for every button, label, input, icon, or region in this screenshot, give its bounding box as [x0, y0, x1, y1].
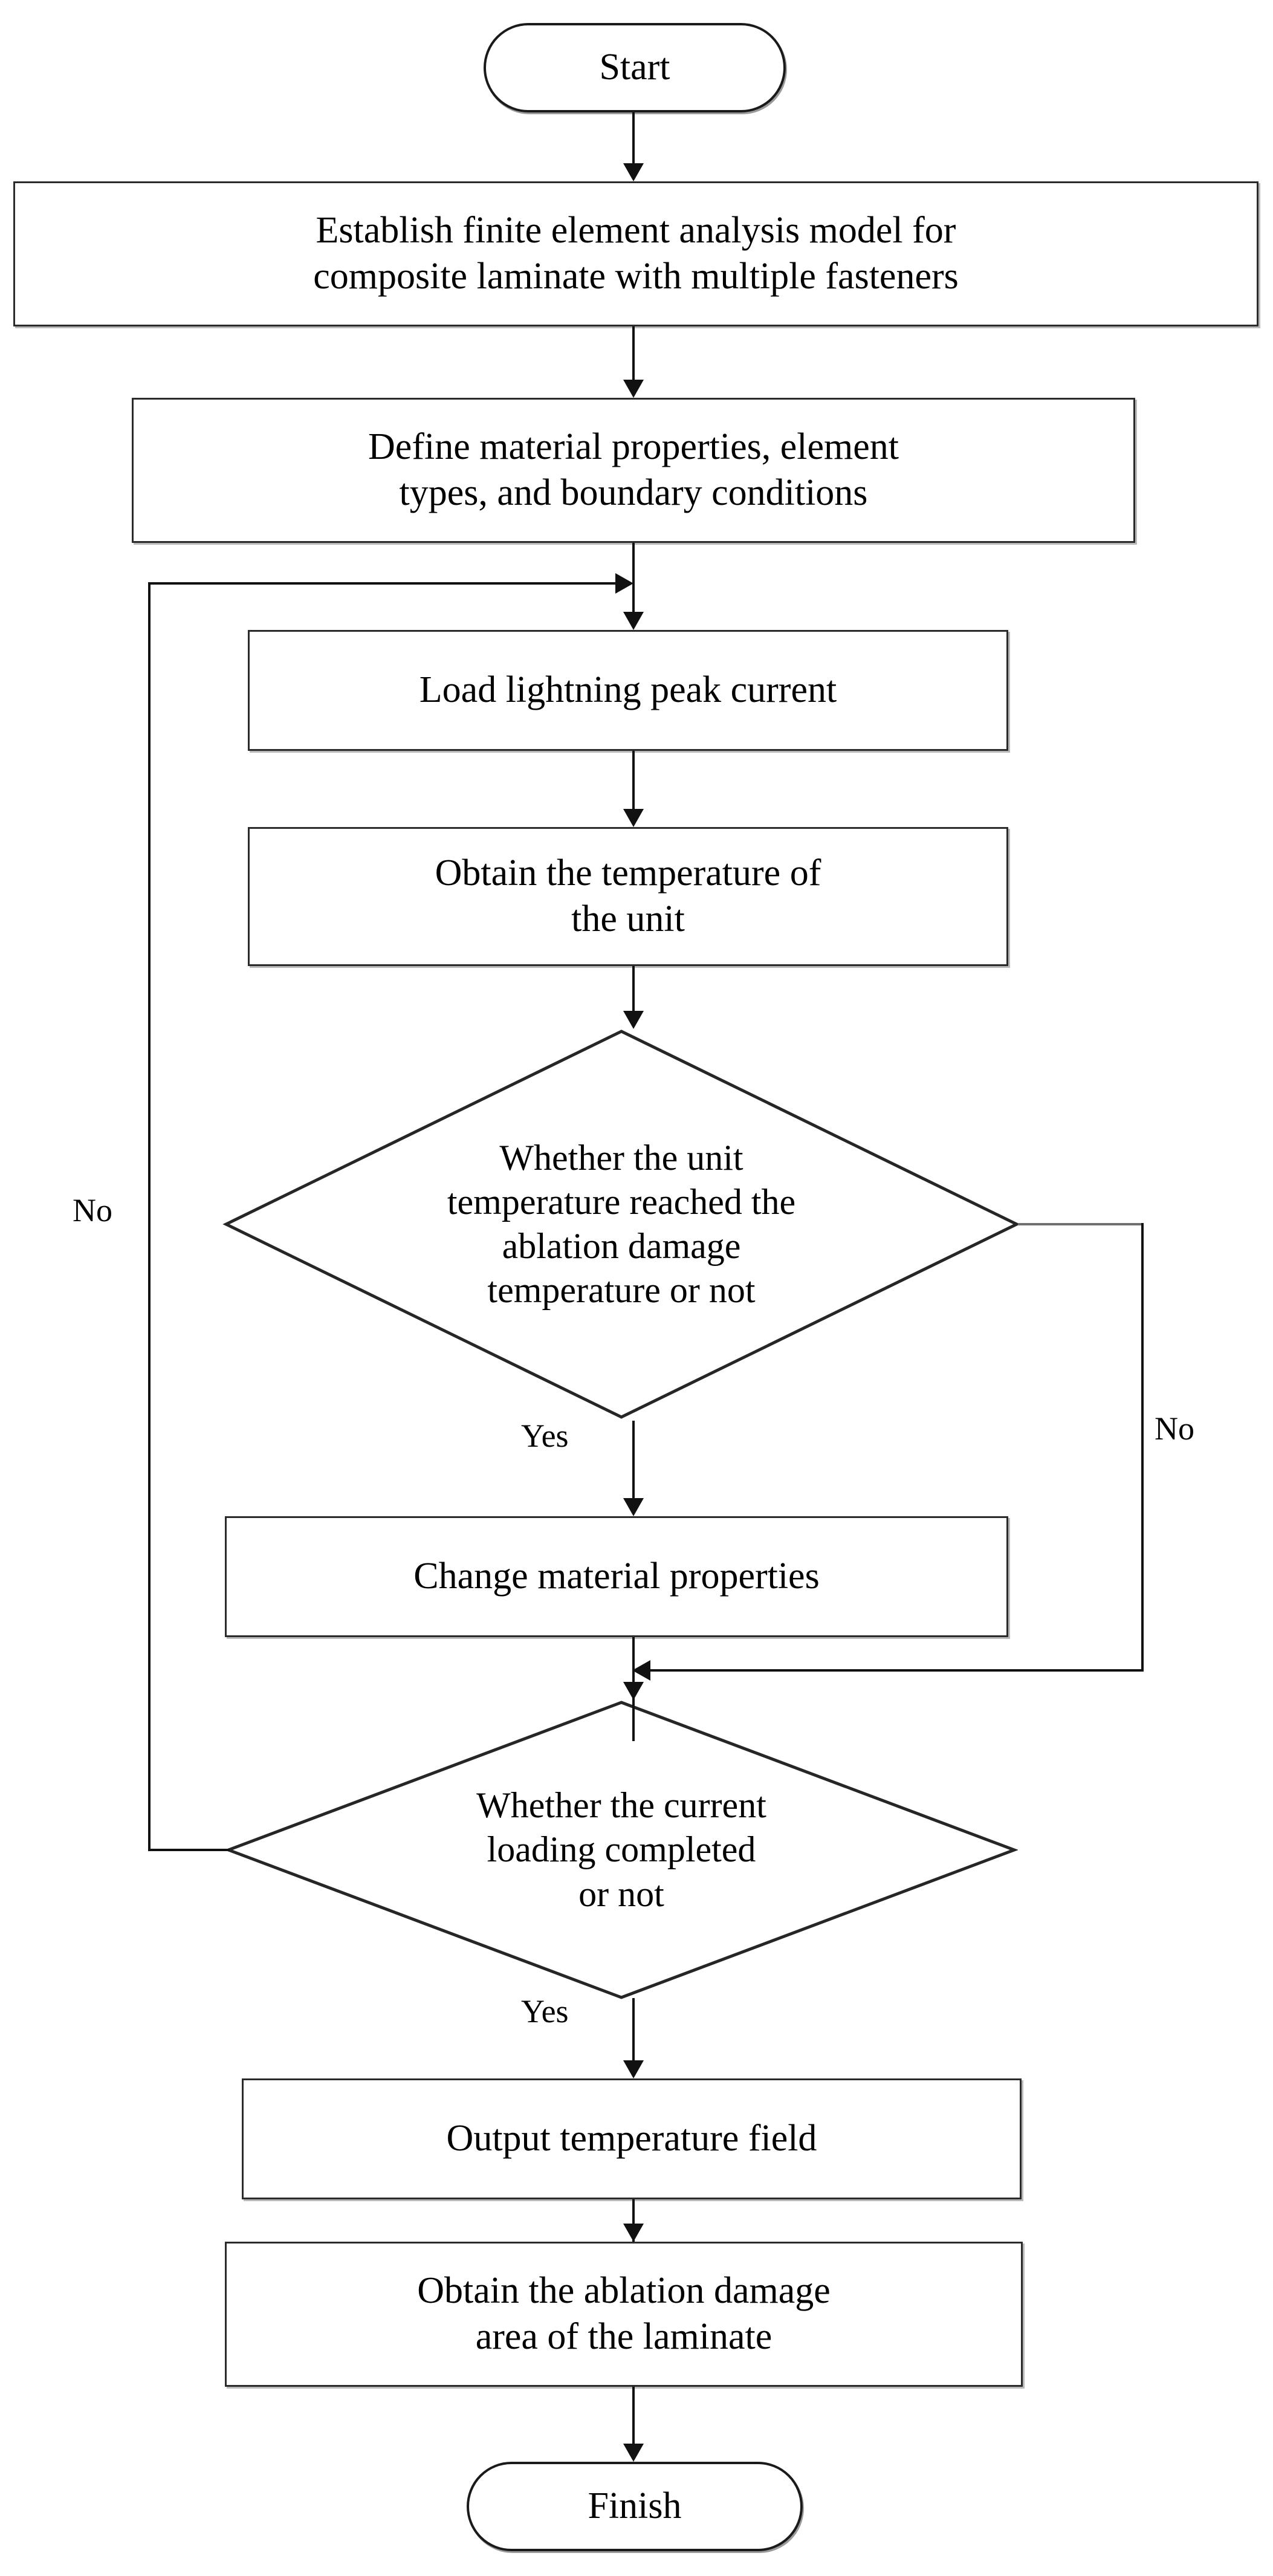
edge-label-temp-no: No — [1155, 1410, 1194, 1447]
edge-label-loading-yes: Yes — [521, 1993, 569, 2029]
arrowhead-decision-temp-no — [632, 1660, 650, 1681]
connector-establish-to-define — [632, 326, 635, 381]
connector-decision-temp-no-horizontal-bottom — [643, 1669, 1144, 1672]
connector-start-to-establish — [632, 112, 635, 164]
node-decision-temperature[interactable]: Whether the unit temperature reached the… — [222, 1028, 1020, 1421]
arrowhead-establish-to-define — [623, 380, 644, 398]
arrowhead-change-to-decision-loading — [623, 1682, 644, 1700]
node-obtain-area-label: Obtain the ablation damage area of the l… — [417, 2270, 831, 2357]
node-finish-label: Finish — [588, 2485, 682, 2527]
arrowhead-start-to-establish — [623, 163, 644, 181]
arrowhead-load-to-obtain — [623, 809, 644, 827]
node-establish-model[interactable]: Establish finite element analysis model … — [13, 181, 1258, 326]
node-change-properties-label: Change material properties — [413, 1556, 820, 1597]
arrowhead-obtain-to-decision-temp — [623, 1011, 644, 1029]
node-obtain-temperature[interactable]: Obtain the temperature of the unit — [248, 827, 1008, 966]
node-output-field[interactable]: Output temperature field — [242, 2078, 1022, 2199]
edge-label-temp-yes: Yes — [521, 1418, 569, 1454]
node-establish-model-label: Establish finite element analysis model … — [313, 210, 959, 297]
node-finish[interactable]: Finish — [467, 2462, 803, 2551]
node-define-properties[interactable]: Define material properties, element type… — [132, 398, 1135, 543]
node-output-field-label: Output temperature field — [446, 2118, 817, 2159]
connector-define-to-load — [632, 543, 635, 614]
connector-decision-temp-yes — [632, 1421, 635, 1501]
connector-load-to-obtain — [632, 751, 635, 810]
connector-decision-temp-no-horizontal-top — [1018, 1223, 1144, 1225]
node-define-properties-label: Define material properties, element type… — [368, 426, 899, 513]
node-start-label: Start — [599, 47, 670, 88]
connector-output-to-obtain-area — [632, 2199, 635, 2242]
arrowhead-decision-loading-yes — [623, 2060, 644, 2078]
connector-decision-loading-no-horizontal-top — [148, 582, 626, 585]
arrowhead-decision-loading-no — [615, 573, 633, 594]
connector-decision-loading-no-horizontal-bottom — [148, 1849, 230, 1851]
node-decision-temperature-label: Whether the unit temperature reached the… — [447, 1137, 796, 1311]
connector-obtain-to-decision-temp — [632, 966, 635, 1013]
arrowhead-output-to-obtain-area — [623, 2224, 644, 2242]
arrowhead-obtain-area-to-finish — [623, 2444, 644, 2462]
node-load-current[interactable]: Load lightning peak current — [248, 630, 1008, 751]
node-load-current-label: Load lightning peak current — [419, 669, 837, 711]
edge-label-loading-no: No — [73, 1192, 112, 1228]
node-decision-loading[interactable]: Whether the current loading completed or… — [225, 1699, 1018, 2001]
node-start[interactable]: Start — [484, 23, 786, 112]
connector-decision-temp-no-vertical — [1141, 1223, 1144, 1670]
connector-decision-loading-no-vertical — [148, 582, 151, 1851]
node-change-properties[interactable]: Change material properties — [225, 1516, 1008, 1637]
arrowhead-decision-temp-yes — [623, 1498, 644, 1516]
node-obtain-area[interactable]: Obtain the ablation damage area of the l… — [225, 2242, 1023, 2387]
arrowhead-define-to-load — [623, 612, 644, 630]
node-obtain-temperature-label: Obtain the temperature of the unit — [435, 852, 821, 939]
node-decision-loading-label: Whether the current loading completed or… — [476, 1785, 766, 1914]
connector-obtain-area-to-finish — [632, 2387, 635, 2445]
connector-decision-loading-yes — [632, 1998, 635, 2063]
